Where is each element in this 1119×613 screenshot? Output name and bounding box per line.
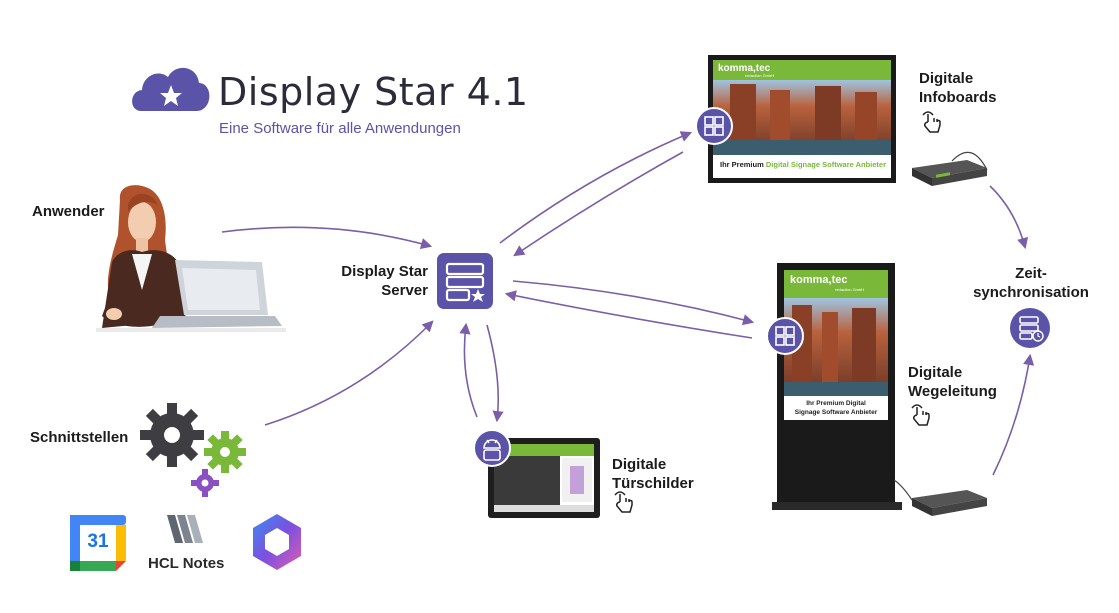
doorsigns-label-line2: Türschilder	[612, 475, 694, 492]
touch-hand-icon	[922, 111, 941, 133]
arrow-user-server	[221, 226, 433, 249]
server-star-icon	[437, 253, 493, 309]
cloud-star-icon	[132, 67, 210, 111]
hcl-notes-icon	[167, 515, 203, 543]
wayfinding-stele	[772, 263, 902, 510]
user-illustration	[96, 185, 286, 332]
arrow-wayfinding-timesync	[992, 353, 1035, 476]
timesync-label-line2: synchronisation	[973, 284, 1089, 301]
touch-hand-icon	[911, 404, 930, 426]
arrow-server-wayfinding	[512, 280, 755, 326]
hcl-notes-label: HCL Notes	[148, 555, 225, 572]
user-label: Anwender	[32, 203, 105, 220]
arrow-wayfinding-server	[504, 290, 753, 339]
timesync-label: Zeit- synchronisation	[966, 264, 1096, 302]
wayfinding-label-line2: Wegeleitung	[908, 383, 997, 400]
android-icon	[473, 429, 511, 467]
stele-brand-sub: redaction GmbH	[835, 287, 865, 292]
infoboards-label-line2: Infoboards	[919, 89, 997, 106]
infoboard-tagline-b: Digital Signage Software Anbieter	[765, 160, 887, 169]
doorsigns-label: Digitale Türschilder	[612, 455, 694, 493]
infoboard-display	[708, 55, 896, 183]
brand-subtitle: Eine Software für alle Anwendungen	[219, 120, 461, 137]
microsoft-365-icon	[253, 514, 301, 570]
doorsigns-label-line1: Digitale	[612, 456, 667, 473]
infoboards-label-line1: Digitale	[919, 70, 974, 87]
windows-icon	[766, 317, 804, 355]
stele-tagline: Ihr Premium Digital Signage Software Anb…	[784, 399, 888, 417]
door-sign-tablet	[488, 438, 600, 518]
server-clock-icon	[1010, 308, 1050, 348]
arrow-infoboards-timesync	[989, 185, 1029, 250]
calendar-day: 31	[87, 531, 109, 552]
server-label-line1: Display Star	[341, 263, 428, 280]
stele-tagline-line1: Ihr Premium Digital	[806, 400, 866, 407]
arrow-doorsigns-server	[459, 322, 478, 418]
stele-brand: komma,tec	[790, 274, 848, 286]
server-label-line2: Server	[381, 282, 428, 299]
arrow-interfaces-server	[264, 320, 434, 426]
wayfinding-label: Digitale Wegeleitung	[908, 363, 997, 401]
server-label: Display Star Server	[330, 262, 428, 300]
media-player-top	[912, 151, 988, 186]
infoboard-tagline: Ihr Premium Digital Signage Software Anb…	[720, 160, 886, 169]
gears-icon	[140, 403, 246, 497]
brand-title: Display Star 4.1	[218, 70, 529, 114]
timesync-label-line1: Zeit-	[1015, 265, 1047, 282]
google-calendar-icon	[70, 515, 126, 571]
arrow-server-infoboards	[499, 131, 693, 244]
infoboard-brand: komma,tec	[718, 63, 771, 74]
infoboard-brand-sub: redaction GmbH	[745, 73, 775, 78]
infoboard-tagline-a: Ihr Premium	[720, 160, 766, 169]
media-player-bottom	[893, 479, 987, 516]
wayfinding-label-line1: Digitale	[908, 364, 963, 381]
stele-tagline-line2: Signage Software Anbieter	[794, 409, 878, 416]
arrow-infoboards-server	[513, 151, 684, 257]
arrow-server-doorsigns	[486, 324, 504, 423]
infoboards-label: Digitale Infoboards	[919, 69, 997, 107]
touch-hand-icon	[614, 491, 633, 513]
windows-icon	[695, 107, 733, 145]
connection-arrows	[221, 131, 1035, 476]
interfaces-label: Schnittstellen	[30, 429, 129, 446]
